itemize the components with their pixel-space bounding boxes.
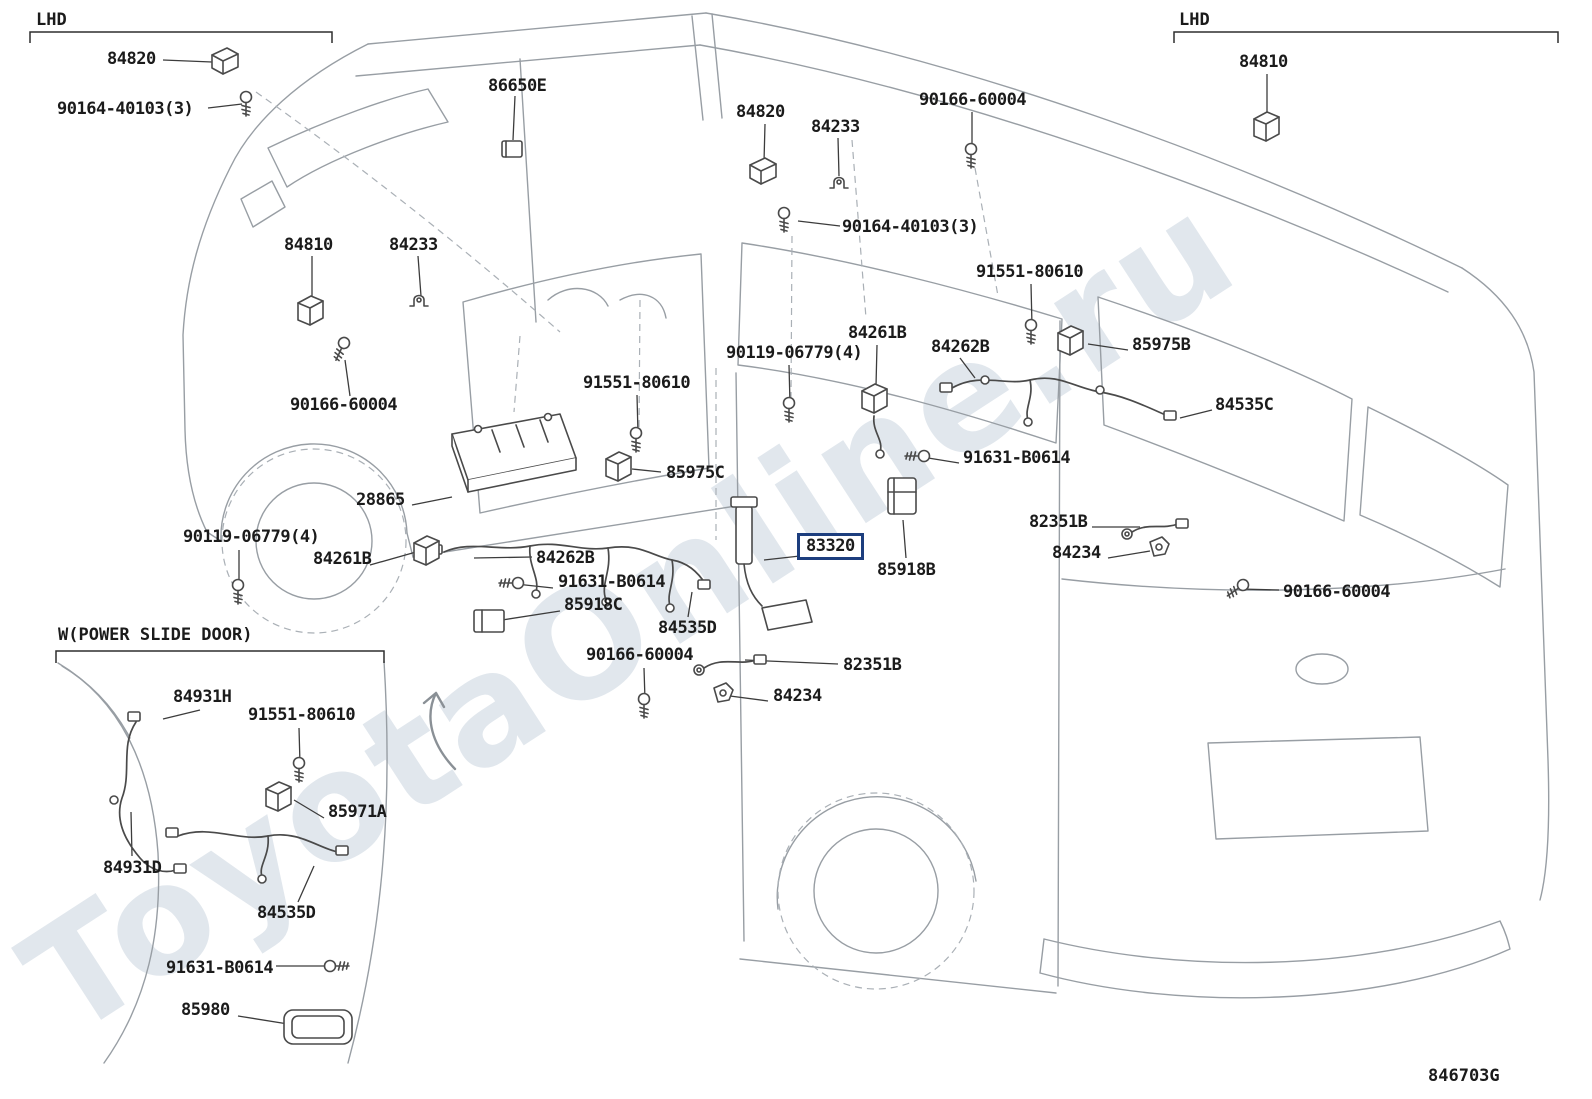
wire-eyelet-icon bbox=[693, 664, 705, 676]
connector-icon bbox=[697, 579, 711, 590]
relay-icon bbox=[1057, 325, 1084, 356]
screw-icon bbox=[964, 142, 978, 169]
projection-lines bbox=[221, 91, 999, 990]
relay-icon bbox=[861, 383, 888, 414]
vehicle-line-art bbox=[57, 12, 1550, 1064]
fuel-sender-icon bbox=[730, 496, 813, 631]
relay-icon bbox=[1253, 111, 1280, 142]
screw-icon bbox=[777, 206, 791, 233]
component-icons bbox=[211, 47, 1280, 1045]
door-latch-icon bbox=[713, 682, 734, 703]
battery-icon bbox=[451, 412, 577, 493]
relay-icon bbox=[605, 451, 632, 482]
connector-icon bbox=[939, 382, 953, 393]
screw-icon bbox=[498, 576, 525, 590]
direction-arrow bbox=[422, 691, 457, 771]
clamp-bracket-icon bbox=[409, 294, 429, 307]
slide-door-control-unit-icon bbox=[283, 1009, 353, 1045]
power-slide-door-label: W(POWER SLIDE DOOR) bbox=[58, 625, 253, 645]
power-window-switch-icon bbox=[749, 157, 777, 185]
connector-icon bbox=[165, 827, 179, 838]
control-module-icon bbox=[887, 477, 917, 515]
lhd-right-label: LHD bbox=[1179, 10, 1210, 30]
connector-icon bbox=[335, 845, 349, 856]
door-latch-icon bbox=[1149, 536, 1170, 557]
wiring-harnesses bbox=[109, 375, 1189, 884]
screw-icon bbox=[629, 426, 643, 453]
relay-icon bbox=[265, 781, 292, 812]
connector-icon bbox=[1175, 518, 1189, 529]
diagram-code: 846703G bbox=[1428, 1066, 1500, 1086]
screw-icon bbox=[239, 90, 253, 117]
relay-icon bbox=[413, 535, 440, 566]
region-brackets bbox=[29, 31, 1559, 663]
wire-eyelet-icon bbox=[1121, 528, 1133, 540]
connector-icon bbox=[1163, 410, 1177, 421]
leader-lines bbox=[130, 59, 1280, 1025]
clamp-bracket-icon bbox=[829, 176, 849, 189]
roof-unit-icon bbox=[501, 140, 523, 158]
screw-icon bbox=[323, 959, 350, 973]
screw-icon bbox=[231, 578, 245, 605]
power-window-switch-icon bbox=[211, 47, 239, 75]
watermark: ToyotaOnline.ru bbox=[0, 160, 1266, 1070]
relay-icon bbox=[297, 295, 324, 326]
lhd-left-label: LHD bbox=[36, 10, 67, 30]
screw-icon bbox=[1223, 576, 1252, 602]
screw-icon bbox=[330, 334, 353, 364]
control-module-icon bbox=[473, 609, 505, 633]
connector-icon bbox=[173, 863, 187, 874]
connector-icon bbox=[127, 711, 141, 722]
connector-icon bbox=[753, 654, 767, 665]
